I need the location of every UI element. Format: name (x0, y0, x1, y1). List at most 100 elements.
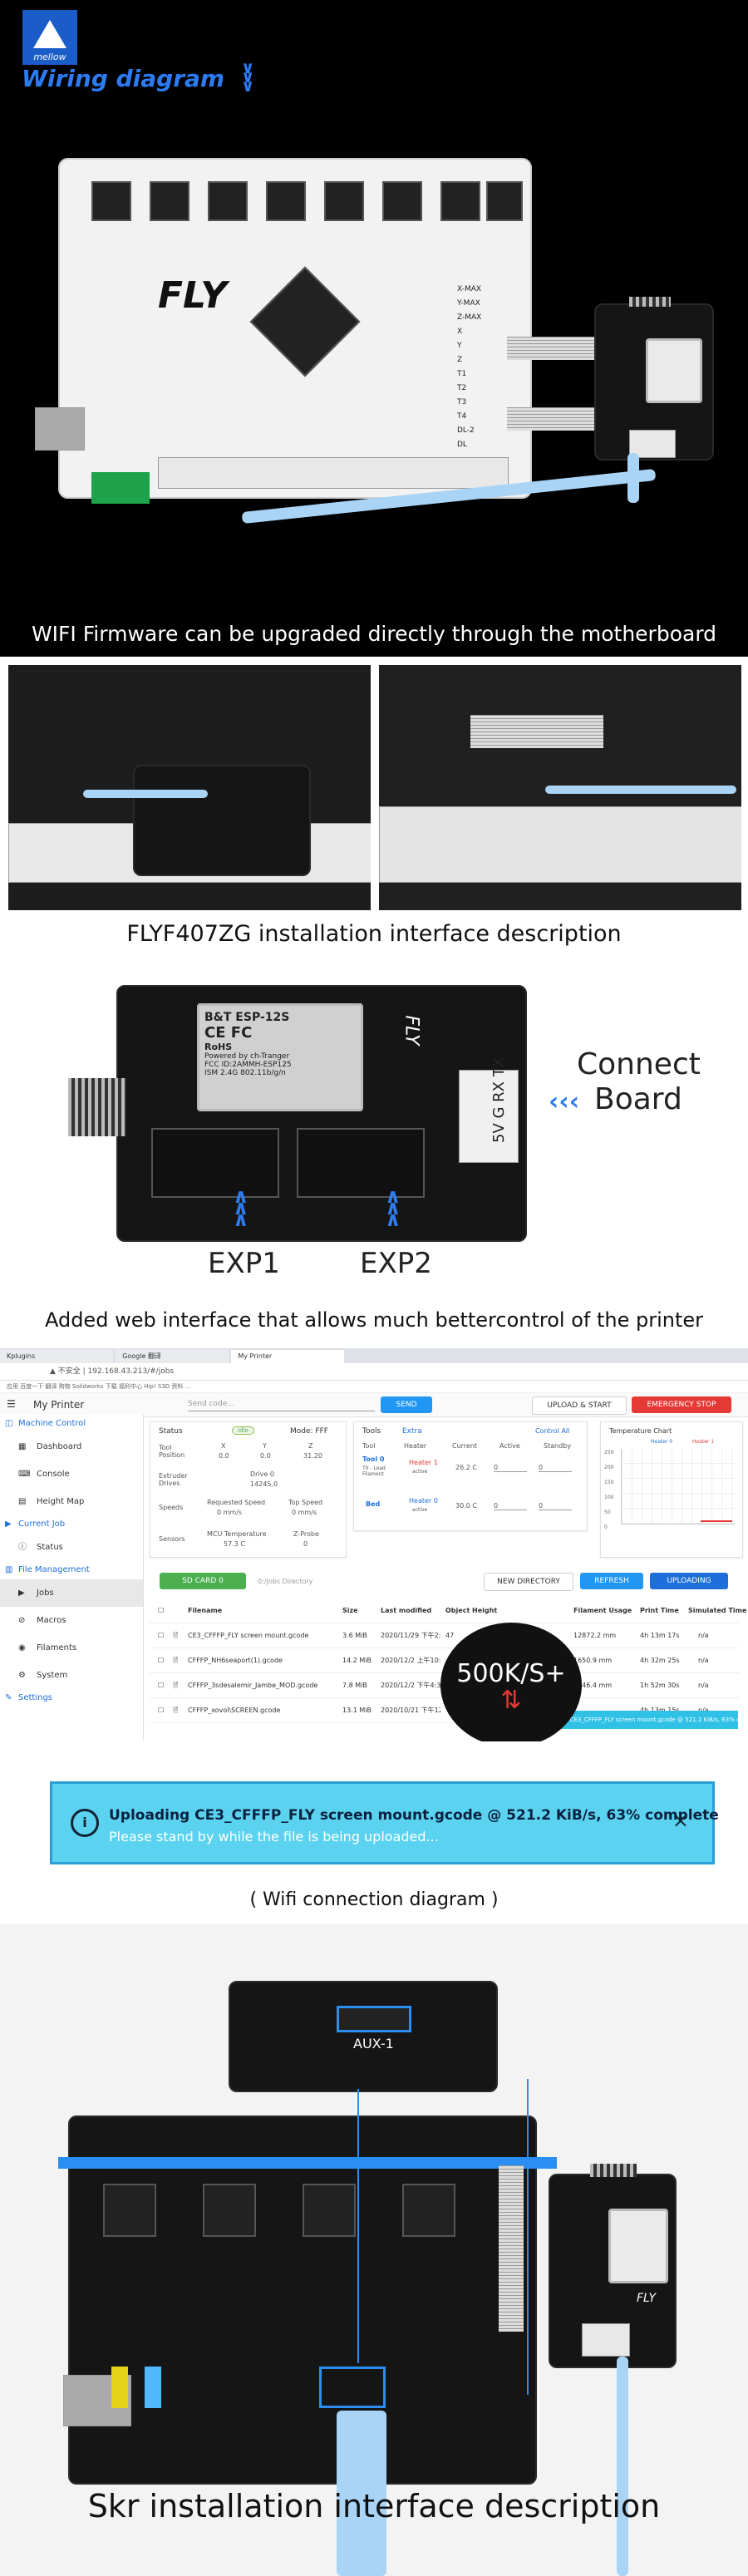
col-object-height[interactable]: Object Height (445, 1607, 498, 1614)
col-current: Current (452, 1442, 478, 1450)
power-terminal (91, 472, 150, 504)
section5-caption: ( Wifi connection diagram ) (249, 1889, 499, 1910)
nav-dashboard[interactable]: ▦Dashboard (0, 1433, 143, 1460)
module-diagram-section: B&T ESP-12S CE FC RoHS Powered by ch-Tra… (0, 964, 748, 1347)
file-icon: 🗎 (173, 1707, 179, 1714)
pin-header (590, 2164, 637, 2177)
row-checkbox[interactable]: ☐ (158, 1707, 165, 1714)
file-name[interactable]: CFFFP_NH6seaport(1).gcode (188, 1657, 283, 1664)
nav-machine-control[interactable]: ◫Machine Control (0, 1415, 143, 1433)
col-last-modified[interactable]: Last modified (381, 1607, 432, 1614)
tool0-label[interactable]: Tool 0 (362, 1455, 385, 1463)
fuse (111, 2367, 128, 2408)
heater0-state: active (412, 1507, 428, 1513)
nav-file-management[interactable]: ▥File Management (0, 1561, 143, 1579)
dashboard-icon: ▦ (18, 1442, 27, 1451)
refresh-button[interactable]: REFRESH (580, 1573, 643, 1589)
upload-start-button[interactable]: UPLOAD & START (532, 1396, 627, 1415)
control-all-button[interactable]: Control All (535, 1427, 570, 1435)
nav-system[interactable]: ⚙System (0, 1662, 143, 1689)
heater0-standby-input[interactable]: 0 (539, 1502, 572, 1510)
nav-height-map[interactable]: ▤Height Map (0, 1488, 143, 1515)
speeds-label: Speeds (159, 1504, 184, 1511)
close-icon[interactable]: × (672, 1809, 689, 1832)
col-size[interactable]: Size (342, 1607, 358, 1614)
tab-my-printer[interactable]: My Printer (231, 1350, 345, 1363)
exp1-header (151, 1128, 279, 1198)
send-code-input[interactable]: Send code... (188, 1397, 375, 1411)
machine-icon: ◫ (5, 1419, 13, 1428)
sd-card-select[interactable]: SD CARD 0 (160, 1573, 246, 1589)
photo-connectors (379, 806, 741, 883)
stepper-driver (402, 2184, 455, 2237)
extruder-label: Extruder Drives (159, 1472, 188, 1487)
col-filament-usage[interactable]: Filament Usage (573, 1607, 632, 1614)
tab-google-translate[interactable]: Google 翻译 (116, 1350, 229, 1363)
board-label: FLY (158, 274, 228, 317)
nav-jobs[interactable]: ▶Jobs (0, 1579, 143, 1607)
file-name[interactable]: CFFFP_xovol\SCREEN.gcode (188, 1707, 281, 1714)
menu-icon[interactable]: ☰ (7, 1398, 16, 1410)
heater1-active-input[interactable]: 0 (494, 1464, 527, 1472)
chart-grid (621, 1449, 735, 1524)
filament-icon: ◉ (18, 1643, 26, 1652)
play-icon: ▶ (5, 1519, 12, 1529)
nav-current-job[interactable]: ▶Current Job (0, 1515, 143, 1534)
nav-console[interactable]: ⌨Console (0, 1460, 143, 1488)
col-simulated-time[interactable]: Simulated Time (688, 1607, 747, 1614)
chevron-down-icon: ∨∨∨ (241, 57, 255, 96)
module-brand: FLY (637, 2292, 657, 2305)
row-checkbox[interactable]: ☐ (158, 1682, 165, 1689)
axis-z-value: 31.20 (303, 1452, 322, 1460)
ribbon-cable (499, 2165, 524, 2332)
heater0-active-input[interactable]: 0 (494, 1502, 527, 1510)
row-checkbox[interactable]: ☐ (158, 1632, 165, 1639)
tools-title[interactable]: Tools (362, 1427, 381, 1436)
print-time: 4h 13m 17s (640, 1632, 680, 1639)
send-button[interactable]: SEND (381, 1396, 432, 1413)
heater1-label[interactable]: Heater 1 (409, 1459, 438, 1466)
emergency-stop-button[interactable]: EMERGENCY STOP (632, 1396, 731, 1413)
section4-caption: Added web interface that allows much bet… (44, 1308, 704, 1332)
wifi-wire (627, 453, 639, 503)
file-modified: 2020/11/29 下午2:30:58 (381, 1632, 440, 1639)
row-checkbox[interactable]: ☐ (158, 1657, 165, 1664)
bookmarks-bar: 应用 百度一下 翻译 购物 Solidworks 下载 福利中心 Hip! S3… (0, 1381, 748, 1393)
address-bar[interactable]: ▲ 不安全 | 192.168.43.213/#/jobs (0, 1363, 748, 1381)
brand-name: mellow (33, 52, 66, 62)
file-size: 13.1 MiB (342, 1707, 372, 1714)
col-print-time[interactable]: Print Time (640, 1607, 679, 1614)
pins-label: 5V G RX TX (490, 1057, 508, 1143)
extra-tab[interactable]: Extra (402, 1427, 422, 1436)
uploading-button[interactable]: UPLOADING (650, 1573, 728, 1589)
app-bar: ☰ My Printer Send code... SEND UPLOAD & … (0, 1393, 748, 1417)
info-icon: ⓘ (18, 1543, 27, 1552)
heater0-current: 30.0 C (455, 1502, 477, 1510)
new-directory-button[interactable]: NEW DIRECTORY (484, 1573, 573, 1591)
stepper-driver (382, 181, 422, 221)
section6-caption: Skr installation interface description (87, 2488, 661, 2524)
table-row[interactable]: ☐ 🗎 CFFFP_xovol\SCREEN.gcode 13.1 MiB 20… (150, 1699, 740, 1723)
aux-board: AUX-1 (229, 1981, 498, 2092)
exp-highlight (319, 2367, 386, 2408)
bed-label[interactable]: Bed (366, 1500, 381, 1508)
file-name[interactable]: CFFFP_3sdesalemir_Jambe_MOD.gcode (188, 1682, 318, 1689)
file-name[interactable]: CE3_CFFFP_FLY screen mount.gcode (188, 1632, 309, 1639)
tab-kplugins[interactable]: Kplugins (0, 1350, 113, 1363)
fly-wifi-module: B&T ESP-12S CE FC RoHS Powered by ch-Tra… (68, 985, 527, 1242)
heater0-label[interactable]: Heater 0 (409, 1497, 438, 1505)
col-filename[interactable]: Filename (188, 1607, 223, 1614)
legend-heater0: Heater 0 (651, 1439, 673, 1445)
tool0-sub: T0 - Load Filament (362, 1465, 386, 1477)
heater1-standby-input[interactable]: 0 (539, 1464, 572, 1472)
nav-filaments[interactable]: ◉Filaments (0, 1634, 143, 1662)
top-speed-value: 0 mm/s (292, 1509, 317, 1516)
table-row[interactable]: ☐ 🗎 CE3_CFFFP_FLY screen mount.gcode 3.6… (150, 1624, 740, 1648)
path-breadcrumb: 0:/Jobs Directory (258, 1578, 313, 1585)
wifi-wire (617, 2357, 628, 2576)
nav-settings[interactable]: ✎Settings (0, 1689, 143, 1707)
status-card: Status Idle Mode: FFF Tool Position X Y … (150, 1421, 347, 1558)
nav-macros[interactable]: ⊘Macros (0, 1607, 143, 1634)
